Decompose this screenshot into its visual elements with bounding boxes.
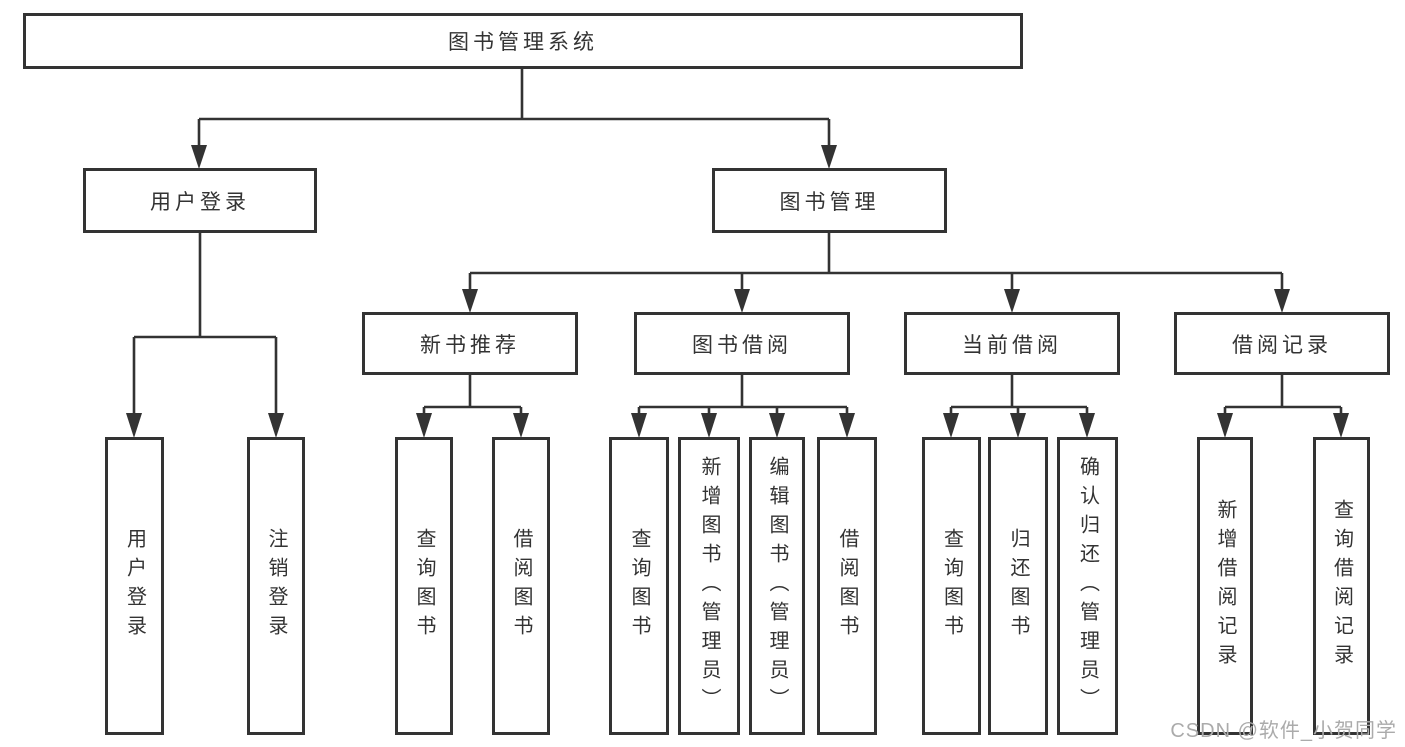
- leaf-label: 编辑图书（管理员）: [766, 455, 788, 717]
- leaf-user-login: 用户登录: [105, 437, 164, 735]
- node-book-management: 图书管理: [712, 168, 947, 233]
- leaf-cb-confirm-return-admin: 确认归还（管理员）: [1057, 437, 1118, 735]
- leaf-br-query-record: 查询借阅记录: [1313, 437, 1370, 735]
- leaf-label: 查询图书: [413, 528, 435, 644]
- node-root: 图书管理系统: [23, 13, 1023, 69]
- leaf-label: 新增图书（管理员）: [698, 455, 720, 717]
- node-borrow-record: 借阅记录: [1174, 312, 1390, 375]
- leaf-bb-add-books-admin: 新增图书（管理员）: [678, 437, 740, 735]
- leaf-nbr-borrow-books: 借阅图书: [492, 437, 550, 735]
- leaf-label: 借阅图书: [836, 528, 858, 644]
- edges-user-login-group: [126, 233, 284, 438]
- leaf-br-add-record: 新增借阅记录: [1197, 437, 1253, 735]
- edges-book-borrow-group: [631, 375, 855, 438]
- edges-book-management-to-level3: [462, 233, 1290, 313]
- leaf-label: 查询借阅记录: [1330, 499, 1353, 673]
- leaf-label: 归还图书: [1007, 528, 1029, 644]
- edges-root-to-level2: [191, 69, 837, 169]
- node-borrow-record-label: 借阅记录: [1232, 333, 1332, 357]
- leaf-label: 查询图书: [940, 528, 963, 644]
- node-new-book-recommend: 新书推荐: [362, 312, 578, 375]
- node-new-book-recommend-label: 新书推荐: [420, 333, 520, 357]
- node-root-label: 图书管理系统: [448, 31, 598, 54]
- edges-current-borrow-group: [943, 375, 1095, 438]
- node-current-borrow: 当前借阅: [904, 312, 1120, 375]
- leaf-bb-borrow-books: 借阅图书: [817, 437, 877, 735]
- node-user-login: 用户登录: [83, 168, 317, 233]
- leaf-label: 注销登录: [265, 528, 287, 644]
- edges-new-book-recommend-group: [416, 375, 529, 438]
- leaf-label: 借阅图书: [510, 528, 532, 644]
- leaf-bb-query-books: 查询图书: [609, 437, 669, 735]
- leaf-logout: 注销登录: [247, 437, 305, 735]
- leaf-bb-edit-books-admin: 编辑图书（管理员）: [749, 437, 805, 735]
- leaf-cb-query-books: 查询图书: [922, 437, 981, 735]
- node-book-borrow-label: 图书借阅: [692, 333, 792, 357]
- node-book-borrow: 图书借阅: [634, 312, 850, 375]
- edges-borrow-record-group: [1217, 375, 1349, 438]
- node-current-borrow-label: 当前借阅: [962, 333, 1062, 357]
- node-user-login-label: 用户登录: [150, 190, 250, 214]
- node-book-management-label: 图书管理: [779, 190, 880, 214]
- leaf-label: 新增借阅记录: [1214, 499, 1236, 673]
- csdn-watermark: CSDN @软件_小贺同学: [1170, 720, 1397, 742]
- leaf-label: 确认归还（管理员）: [1076, 455, 1099, 717]
- leaf-label: 用户登录: [123, 528, 146, 644]
- leaf-nbr-query-books: 查询图书: [395, 437, 453, 735]
- leaf-cb-return-books: 归还图书: [988, 437, 1048, 735]
- leaf-label: 查询图书: [628, 528, 650, 644]
